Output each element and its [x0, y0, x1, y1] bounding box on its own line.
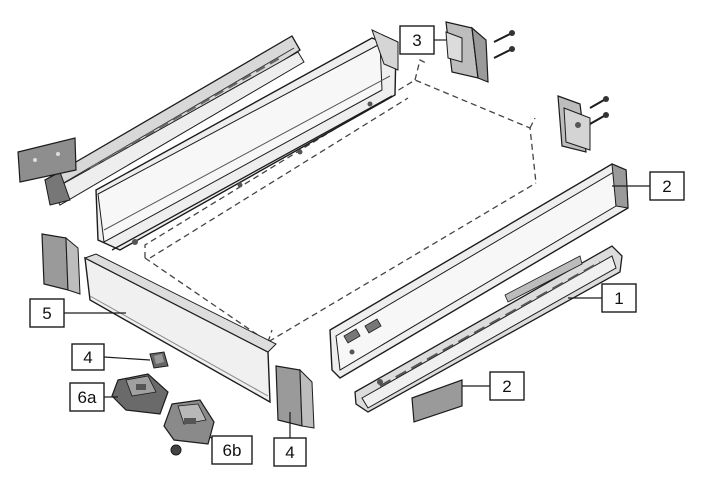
svg-text:2: 2 [502, 377, 511, 396]
svg-text:3: 3 [412, 31, 421, 50]
callout-4-clip: 4 [71, 343, 105, 371]
left-drawer-side-panel [95, 29, 399, 251]
left-cover-plate [17, 137, 77, 183]
left-runner [44, 35, 305, 206]
right-runner [354, 245, 623, 413]
svg-text:2: 2 [662, 177, 671, 196]
front-fixing-6a [111, 373, 169, 415]
leader-lines [64, 39, 650, 446]
front-connector-right [275, 365, 315, 429]
svg-text:6b: 6b [223, 441, 242, 460]
callout-6b: 6b [211, 435, 253, 465]
callout-4-connector: 4 [273, 437, 307, 467]
front-panel [83, 253, 277, 404]
front-fixing-6b [163, 399, 215, 456]
small-clip [149, 351, 169, 369]
svg-text:6a: 6a [78, 388, 97, 407]
callout-1: 1 [601, 283, 637, 313]
front-connector-left [41, 233, 81, 295]
callout-3: 3 [399, 25, 435, 55]
rear-bracket-lower [557, 95, 609, 153]
callout-5: 5 [29, 298, 65, 328]
callout-6a: 6a [69, 382, 105, 412]
svg-text:1: 1 [614, 289, 623, 308]
side-cover-plate [411, 379, 463, 423]
right-drawer-side-panel [329, 163, 629, 379]
callout-2-upper: 2 [649, 171, 685, 201]
callout-2-lower: 2 [489, 371, 525, 401]
svg-text:5: 5 [42, 304, 51, 323]
rear-bracket-upper [445, 21, 515, 83]
svg-text:4: 4 [285, 443, 294, 462]
svg-text:4: 4 [83, 348, 92, 367]
